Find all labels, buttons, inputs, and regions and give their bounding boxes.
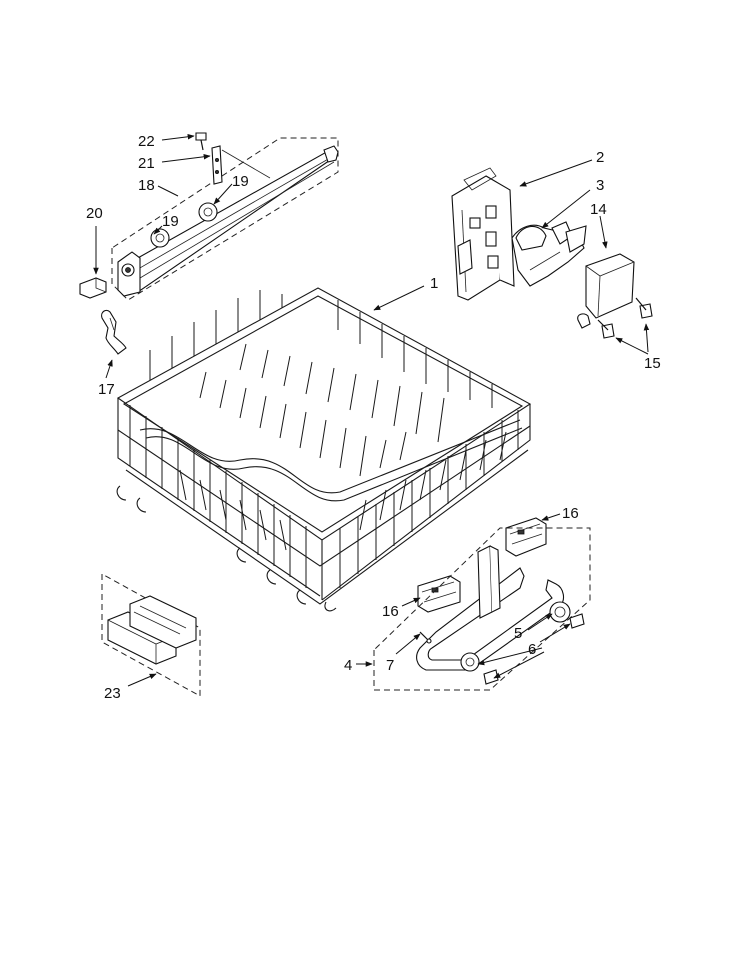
rack-right-wires [339, 410, 519, 588]
callout-16-left: 16 [382, 603, 399, 620]
screws [597, 297, 653, 339]
callout-labels: 22 21 18 19 19 20 17 1 2 3 14 15 16 16 5… [86, 133, 661, 702]
callout-6: 6 [528, 641, 536, 658]
callout-7: 7 [386, 657, 394, 674]
upper-dish-rack [116, 287, 532, 612]
callout-23: 23 [104, 685, 121, 702]
rack-inner-tines [179, 343, 507, 551]
callout-5: 5 [514, 625, 522, 642]
callout-21: 21 [138, 155, 155, 172]
callout-18: 18 [138, 177, 155, 194]
callout-17: 17 [98, 381, 115, 398]
rack-adjuster [451, 167, 515, 301]
rack-back-tines [149, 290, 493, 408]
rack-clip [101, 309, 127, 355]
callout-3: 3 [596, 177, 604, 194]
adjuster-cover [577, 253, 635, 329]
adjuster-handle [511, 221, 587, 287]
rack-clip-pair [417, 517, 547, 613]
callout-2: 2 [596, 149, 604, 166]
callout-14: 14 [590, 201, 607, 218]
callout-15: 15 [644, 355, 661, 372]
callout-20: 20 [86, 205, 103, 222]
callout-22: 22 [138, 133, 155, 150]
callout-4: 4 [344, 657, 352, 674]
rack-left-wires [129, 405, 307, 588]
callout-1: 1 [430, 275, 438, 292]
callout-leaders [93, 134, 650, 687]
callout-19-upper: 19 [232, 173, 249, 190]
rack-trim [101, 573, 201, 697]
rack-rail-assembly [373, 527, 591, 691]
rail-assembly [111, 132, 339, 301]
rack-stop-clip [79, 277, 107, 299]
callout-19-lower: 19 [162, 213, 179, 230]
callout-16-right: 16 [562, 505, 579, 522]
